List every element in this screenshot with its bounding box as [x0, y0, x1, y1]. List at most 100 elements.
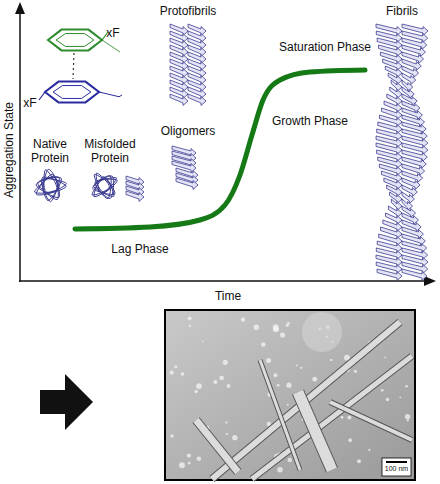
axes — [15, 2, 436, 286]
tem-micrograph-part — [232, 435, 237, 440]
tem-micrograph-part — [196, 420, 238, 472]
benzene-stack-part — [53, 86, 91, 99]
tem-micrograph-part — [170, 434, 174, 438]
tem-micrograph-part — [225, 421, 227, 423]
misfolded-protein — [92, 173, 144, 201]
tem-micrograph-part — [212, 322, 400, 479]
tem-micrograph-part — [298, 392, 332, 470]
oligomer-sheets-part — [176, 178, 198, 190]
tem-micrograph-part — [330, 402, 412, 440]
tem-micrograph-part — [300, 367, 302, 369]
phase-label: Saturation Phase — [270, 41, 380, 55]
tem-micrograph-part — [330, 359, 332, 361]
tem-micrograph-part — [277, 467, 282, 472]
tem-micrograph-part — [405, 385, 408, 388]
axes-part — [19, 280, 428, 282]
tem-micrograph-part — [188, 462, 191, 465]
axis-title: Time — [203, 290, 253, 304]
tem-micrograph-part — [302, 312, 342, 352]
tem-micrograph-part — [174, 365, 177, 368]
tem-micrograph-part — [219, 376, 224, 381]
tem-micrograph-part — [386, 398, 389, 401]
tem-micrograph-part — [277, 384, 280, 387]
stage-label: Protofibrils — [148, 5, 228, 19]
fibril-twist-part — [377, 269, 402, 281]
tem-micrograph-part — [287, 404, 289, 406]
tem-micrograph-part — [260, 360, 300, 470]
tem-micrograph-part — [354, 370, 357, 373]
native-protein-coil-part — [35, 169, 67, 202]
tem-micrograph-part — [405, 414, 410, 419]
tem-micrograph-part — [386, 461, 407, 463]
aggregation-curve — [75, 70, 365, 229]
tem-micrograph-part — [227, 384, 231, 388]
tem-micrograph-part — [330, 402, 412, 440]
tem-micrograph-part — [260, 360, 300, 470]
protofibril-sheets-part — [170, 94, 188, 106]
misfolded-protein-part — [92, 173, 117, 199]
tem-micrograph-part — [341, 416, 344, 419]
tem-micrograph-part — [348, 438, 352, 442]
phase-label: Growth Phase — [267, 115, 353, 129]
aggregation-curve-part — [75, 70, 365, 229]
tem-micrograph-part — [298, 392, 332, 470]
tem-micrograph-part — [273, 324, 279, 330]
stage-label: Oligomers — [153, 125, 223, 139]
tem-micrograph-part — [196, 383, 202, 389]
fibril-twist — [376, 24, 428, 281]
tem-micrograph-part — [194, 390, 197, 393]
big-arrow-part — [40, 374, 93, 430]
misfolded-protein-part — [126, 191, 144, 202]
tem-micrograph-part — [226, 433, 228, 435]
tem-micrograph-part — [368, 449, 370, 451]
benzene-stack-part — [48, 30, 102, 51]
tem-micrograph-part — [266, 358, 271, 363]
benzene-stack-part — [39, 92, 45, 100]
protofibril-sheets — [170, 24, 206, 106]
native-protein-coil — [35, 169, 67, 202]
tem-micrograph-part — [213, 380, 217, 384]
tem-micrograph-part — [286, 324, 289, 327]
benzene-stack-part — [102, 40, 120, 52]
tem-micrograph — [165, 310, 415, 480]
tem-micrograph-part — [287, 458, 292, 463]
tem-micrograph-part — [196, 420, 238, 472]
stage-label: Native Protein — [24, 138, 76, 166]
axis-title: Aggregation State — [3, 85, 17, 215]
fibril-twist-part — [402, 269, 427, 281]
benzene-stack-part — [56, 34, 94, 47]
tem-micrograph-part — [274, 373, 278, 377]
tem-micrograph-part — [399, 396, 401, 398]
tem-micrograph-part — [197, 457, 202, 462]
tem-micrograph-part — [286, 383, 291, 388]
tem-micrograph-part — [189, 325, 191, 327]
benzene-stack-part — [73, 53, 74, 79]
tem-micrograph-part — [382, 458, 411, 476]
tem-micrograph-part — [347, 415, 351, 419]
tem-micrograph-part — [181, 372, 185, 376]
axes-part — [15, 2, 25, 14]
phase-label: Lag Phase — [100, 243, 180, 257]
axes-part — [19, 8, 21, 282]
tem-micrograph-part — [202, 341, 204, 343]
scale-bar-label: 100 nm — [383, 465, 411, 473]
tem-micrograph-part — [381, 389, 384, 392]
tem-micrograph-part — [261, 342, 265, 346]
fibril-twist-part — [388, 73, 402, 85]
tem-micrograph-part — [188, 316, 192, 320]
tem-micrograph-part — [212, 322, 400, 479]
tem-micrograph-part — [165, 310, 415, 480]
tem-micrograph-part — [241, 318, 245, 322]
benzene-stack-part — [45, 82, 99, 103]
tem-micrograph-part — [252, 356, 412, 479]
oligomer-sheets — [172, 146, 198, 190]
stage-label: Misfolded Protein — [78, 138, 142, 166]
big-arrow — [40, 374, 93, 430]
substituent-label: xF — [101, 27, 125, 41]
protofibril-sheets-part — [188, 94, 206, 106]
tem-micrograph-part — [170, 370, 174, 374]
tem-micrograph-part — [357, 459, 361, 463]
tem-micrograph-part — [254, 325, 259, 330]
